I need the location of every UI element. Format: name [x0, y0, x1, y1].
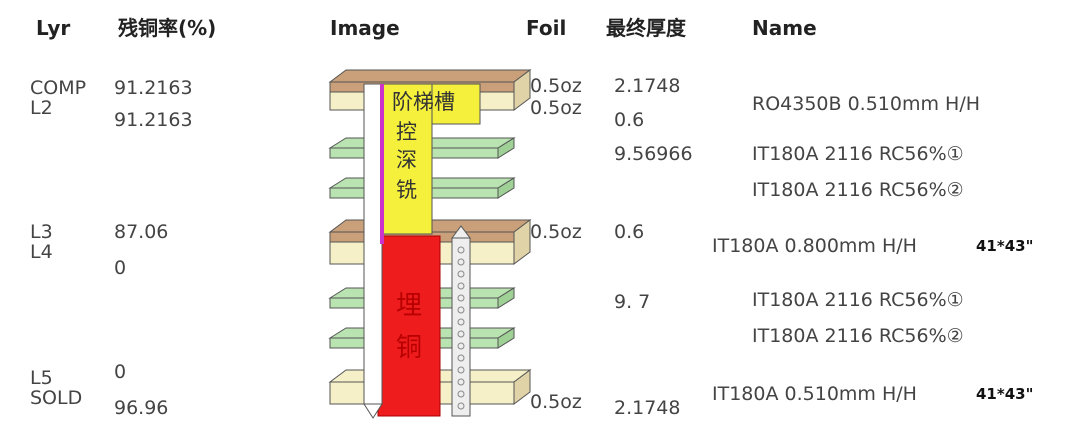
layer-sold: SOLD [30, 387, 83, 409]
thickness-prepreg-2: 9. 7 [614, 291, 651, 313]
buried-copper-label-2: 铜 [396, 333, 423, 363]
milling-tool [363, 83, 383, 405]
layer-l3: L3 [30, 221, 53, 243]
note-sold: 41*43" [976, 385, 1034, 403]
foil-sold: 0.5oz [530, 391, 582, 413]
header-residual-copper: 残铜率(%) [118, 16, 217, 40]
step-slot-top [431, 83, 481, 125]
header-foil: Foil [526, 16, 567, 40]
residual-l2: 91.2163 [114, 109, 193, 131]
column-pattern [457, 246, 465, 410]
header-layer: Lyr [36, 16, 71, 40]
depth-milling-label-3: 铣 [396, 178, 417, 202]
name-prepreg-1a: IT180A 2116 RC56%① [752, 143, 964, 165]
residual-sold: 96.96 [114, 397, 169, 419]
milling-depth-marker [380, 84, 384, 244]
note-l3: 41*43" [976, 237, 1034, 255]
buried-copper [377, 235, 441, 417]
thickness-prepreg-1: 9.56966 [614, 143, 693, 165]
residual-l4: 0 [114, 257, 127, 279]
residual-l5: 0 [114, 361, 127, 383]
residual-l3: 87.06 [114, 221, 169, 243]
name-sold: IT180A 0.510mm H/H [712, 383, 917, 405]
layer-l4: L4 [30, 241, 53, 263]
header-name: Name [752, 16, 817, 40]
layer-comp: COMP [30, 77, 87, 99]
foil-l3: 0.5oz [530, 221, 582, 243]
header-image: Image [330, 16, 400, 40]
depth-milling-label-2: 深 [396, 148, 417, 172]
thickness-l2: 0.6 [614, 109, 645, 131]
foil-l2: 0.5oz [530, 97, 582, 119]
layer-l5: L5 [30, 367, 53, 389]
thickness-comp: 2.1748 [614, 75, 681, 97]
thickness-sold: 2.1748 [614, 397, 681, 419]
header-final-thickness: 最终厚度 [606, 16, 686, 40]
step-slot-region [381, 83, 433, 235]
residual-comp: 91.2163 [114, 77, 193, 99]
foil-comp: 0.5oz [530, 75, 582, 97]
buried-copper-label-1: 埋 [396, 291, 423, 321]
name-prepreg-1b: IT180A 2116 RC56%② [752, 179, 964, 201]
name-l3: IT180A 0.800mm H/H [712, 235, 917, 257]
thickness-l3: 0.6 [614, 221, 645, 243]
layer-l2: L2 [30, 97, 53, 119]
depth-milling-label-1: 控 [396, 120, 417, 144]
name-prepreg-2b: IT180A 2116 RC56%② [752, 325, 964, 347]
step-slot-label: 阶梯槽 [392, 90, 455, 114]
name-comp: RO4350B 0.510mm H/H [752, 93, 981, 115]
name-prepreg-2a: IT180A 2116 RC56%① [752, 289, 964, 311]
